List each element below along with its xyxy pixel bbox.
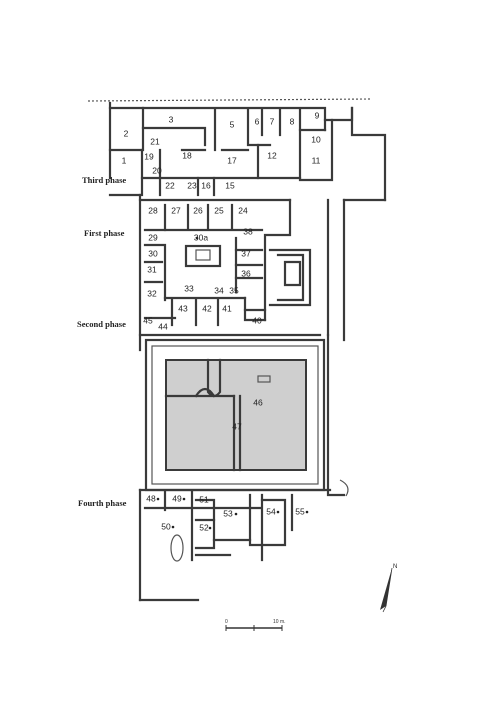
room-number: 55 [295,506,305,516]
room-number: 6 [255,116,260,126]
room-number: 9 [315,110,320,120]
room-number: 20 [152,165,162,175]
room-number: 25 [214,205,224,215]
room-number: 26 [193,205,203,215]
room-number: 12 [267,150,277,160]
room-number: 10 [311,134,321,144]
east-curve [339,479,349,497]
room-number: 22 [165,180,175,190]
room-number: 47 [232,421,242,431]
room-number: 41 [222,303,232,313]
room-number: 51 [199,494,209,504]
room-number: 37 [241,248,251,258]
room-number: 30 [148,248,158,258]
room-number: 8 [290,116,295,126]
room-number: 35 [229,285,239,295]
room-number: 36 [241,268,251,278]
room-number: 2 [124,128,129,138]
room-number: 52 [199,522,209,532]
scale-start-label: 0 [225,619,228,625]
room-number: 50 [161,521,171,531]
south-block-walls [138,488,332,602]
room-number: 23 [187,180,197,190]
room-number: 15 [225,180,235,190]
room-number: 53 [223,508,233,518]
room-number: 48 [146,493,156,503]
room-number: 34 [214,285,224,295]
east-corridor-wall [326,333,346,497]
court-basin [184,244,222,268]
north-block-walls [108,101,387,352]
room-number: 54 [266,506,276,516]
phase-label-first: First phase [84,228,125,238]
scale-end-label: 10 m. [273,619,286,625]
room-number: 17 [227,155,237,165]
room-number: 16 [201,180,211,190]
room-number: 5 [230,119,235,129]
room-number: 29 [148,232,158,242]
room-number: 42 [202,303,212,313]
room-number: 11 [312,155,321,165]
room-number: 21 [150,136,160,146]
room-number: 46 [253,397,263,407]
room-number: 31 [147,264,157,274]
north-label: N [393,564,397,570]
room-dot-markers [156,236,309,530]
room-number: 43 [178,303,188,313]
pool-enclosure [144,338,326,492]
south-basin [170,534,184,562]
room-number: 44 [158,321,168,331]
pool-basin [165,359,307,471]
phase-label-second: Second phase [77,319,126,329]
room-number: 19 [144,151,154,161]
room-number: 1 [122,155,127,165]
room-number: 27 [171,205,181,215]
room-number: 18 [182,150,192,160]
room-number: 28 [148,205,158,215]
top-boundary-line [87,98,373,102]
scale-bar: 0 10 m. [225,619,286,631]
north-arrow-icon: N [380,564,397,613]
room-number: 38 [243,226,253,236]
room-number: 30a [194,232,208,242]
room-number: 32 [147,288,157,298]
court-basin-inner [195,249,211,261]
room-number: 40 [252,315,262,325]
room-number: 45 [143,315,153,325]
room-labels: 1 2 3 5 6 7 8 9 10 11 12 15 16 17 18 19 … [122,110,321,532]
room-number: 33 [184,283,194,293]
room-number: 7 [270,116,275,126]
phase-label-fourth: Fourth phase [78,498,127,508]
room-number: 3 [169,114,174,124]
room-number: 49 [172,493,182,503]
phase-label-third: Third phase [82,175,126,185]
room-number: 24 [238,205,248,215]
